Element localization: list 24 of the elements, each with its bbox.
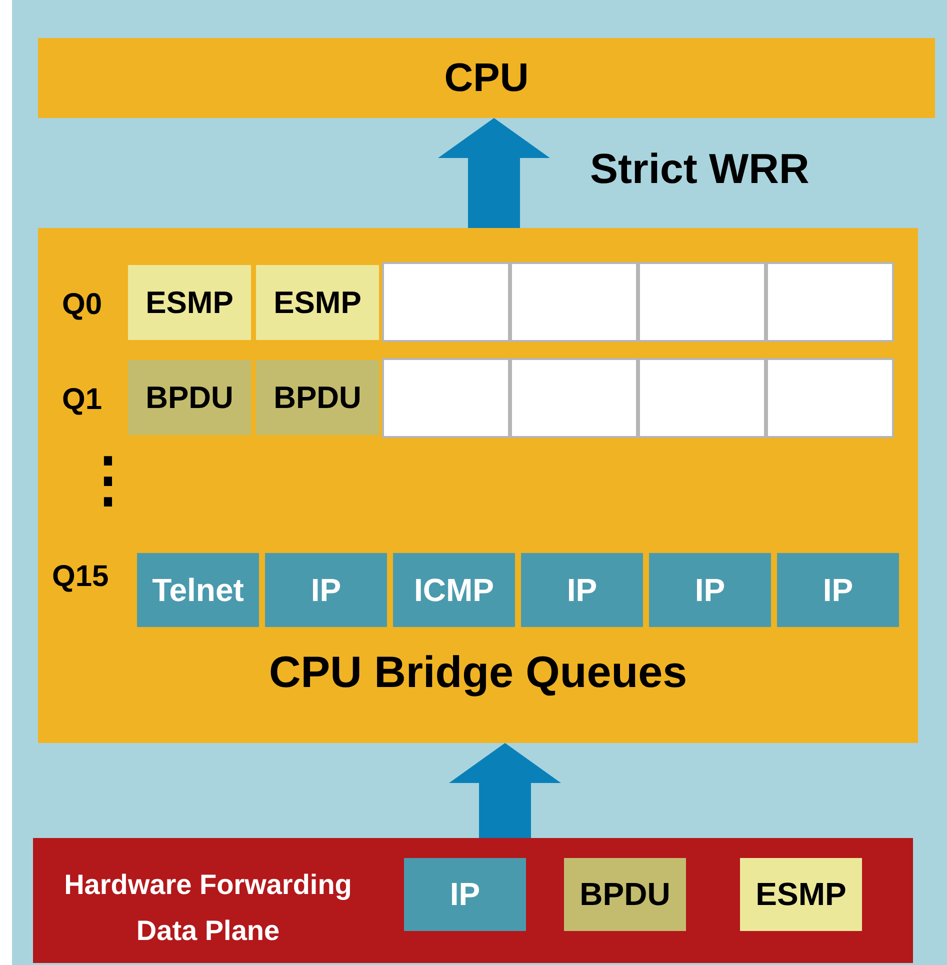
packet-cell: BPDU (256, 360, 379, 435)
queue-label: Q15 (52, 560, 109, 594)
data-plane-box (33, 838, 913, 963)
packet-cell: IP (777, 553, 899, 627)
packet-cell: ESMP (128, 265, 251, 340)
packet-cell: IP (649, 553, 771, 627)
packet-cell: ICMP (393, 553, 515, 627)
queue-panel (38, 228, 918, 743)
plane-title: Hardware Forwarding Data Plane (63, 868, 353, 948)
packet-cell: IP (521, 553, 643, 627)
block-arrow (449, 743, 561, 838)
packet-cell: ESMP (256, 265, 379, 340)
packet-cell: Telnet (137, 553, 259, 627)
queue-label: Q0 (62, 288, 102, 322)
packet-cell: ESMP (740, 858, 862, 931)
cpu-box: CPU (38, 38, 935, 118)
packet-cell: BPDU (128, 360, 251, 435)
packet-cell: IP (404, 858, 526, 931)
packet-cell: IP (265, 553, 387, 627)
packet-cell: BPDU (564, 858, 686, 931)
ellipsis-mark: ⋮ (78, 445, 138, 515)
queue-label: Q1 (62, 383, 102, 417)
block-arrow (438, 118, 550, 228)
panel-title: CPU Bridge Queues (268, 648, 688, 698)
